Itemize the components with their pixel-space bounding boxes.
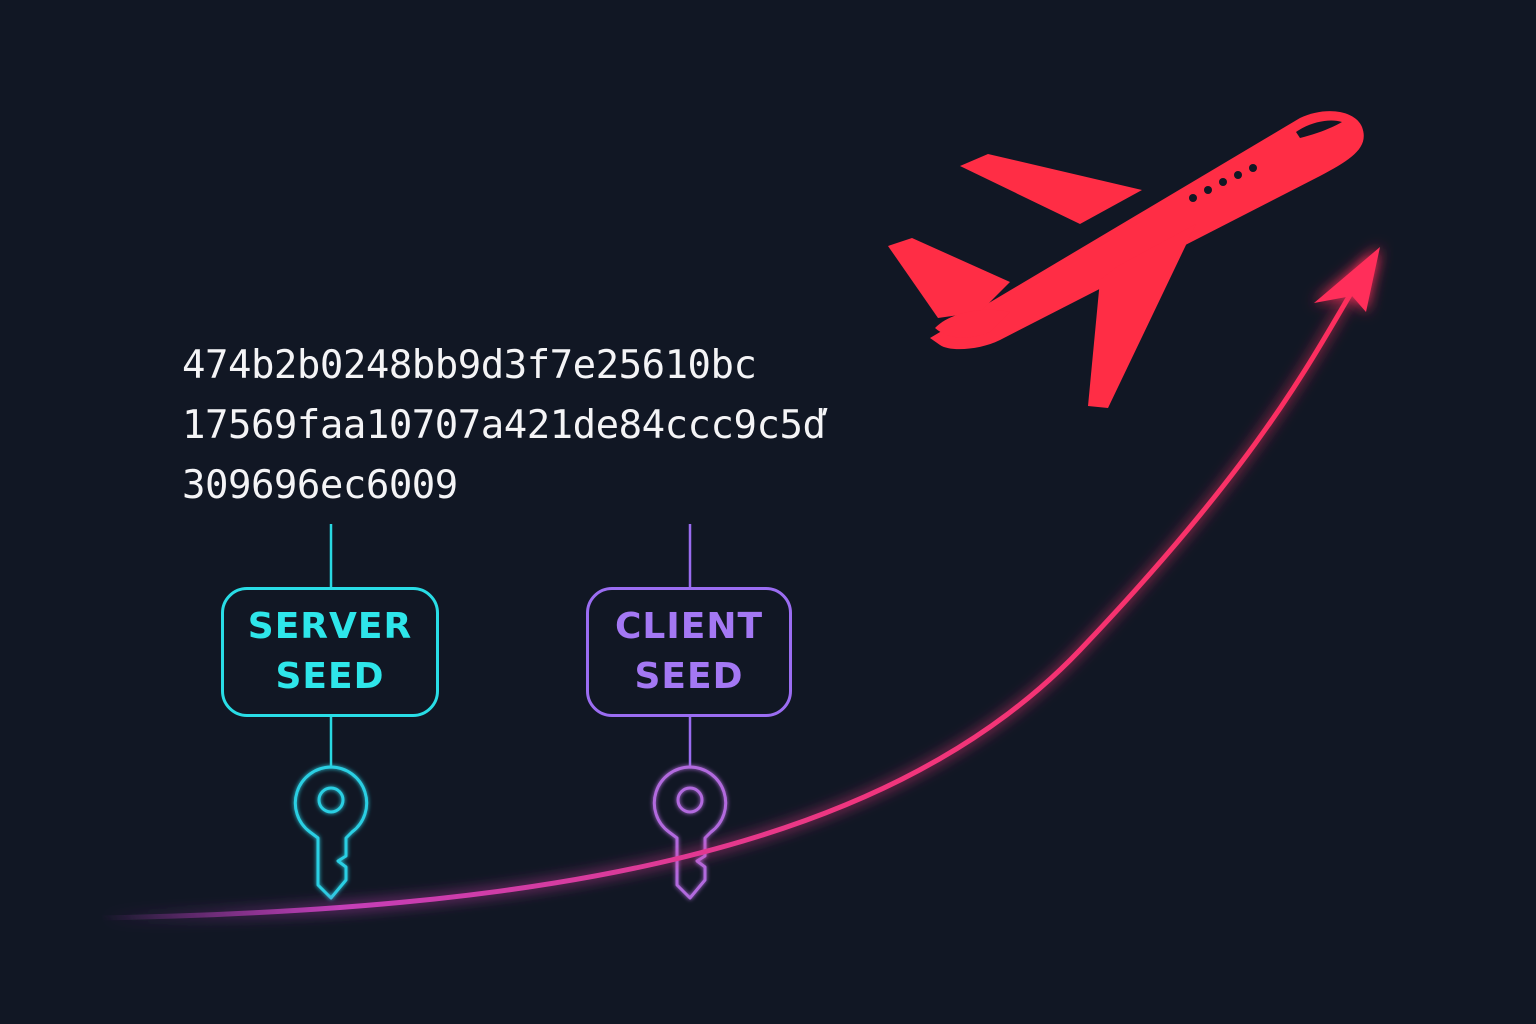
airplane-icon xyxy=(888,111,1364,408)
server-key-icon xyxy=(293,765,369,900)
multiplier-curve xyxy=(97,259,1373,921)
server-seed-label-2: SEED xyxy=(275,656,385,697)
arrowhead-icon xyxy=(1314,247,1380,312)
client-key-icon xyxy=(652,765,728,900)
client-seed-label-1: CLIENT xyxy=(614,606,764,647)
server-seed-label-1: SERVER xyxy=(247,606,413,647)
hash-line-1: 474b2b0248bb9d3f7e25610bc xyxy=(182,343,757,388)
airplane-windows xyxy=(1189,120,1342,202)
client-seed-label-2: SEED xyxy=(634,656,744,697)
hash-text: 474b2b0248bb9d3f7e25610bc 17569faa10707a… xyxy=(182,336,826,516)
hash-line-3: 309696ec6009 xyxy=(182,463,458,508)
hash-line-2: 17569faa10707a421de84ccc9c5ď xyxy=(182,403,826,448)
server-seed-box: SERVER SEED xyxy=(221,587,439,717)
client-seed-box: CLIENT SEED xyxy=(586,587,792,717)
